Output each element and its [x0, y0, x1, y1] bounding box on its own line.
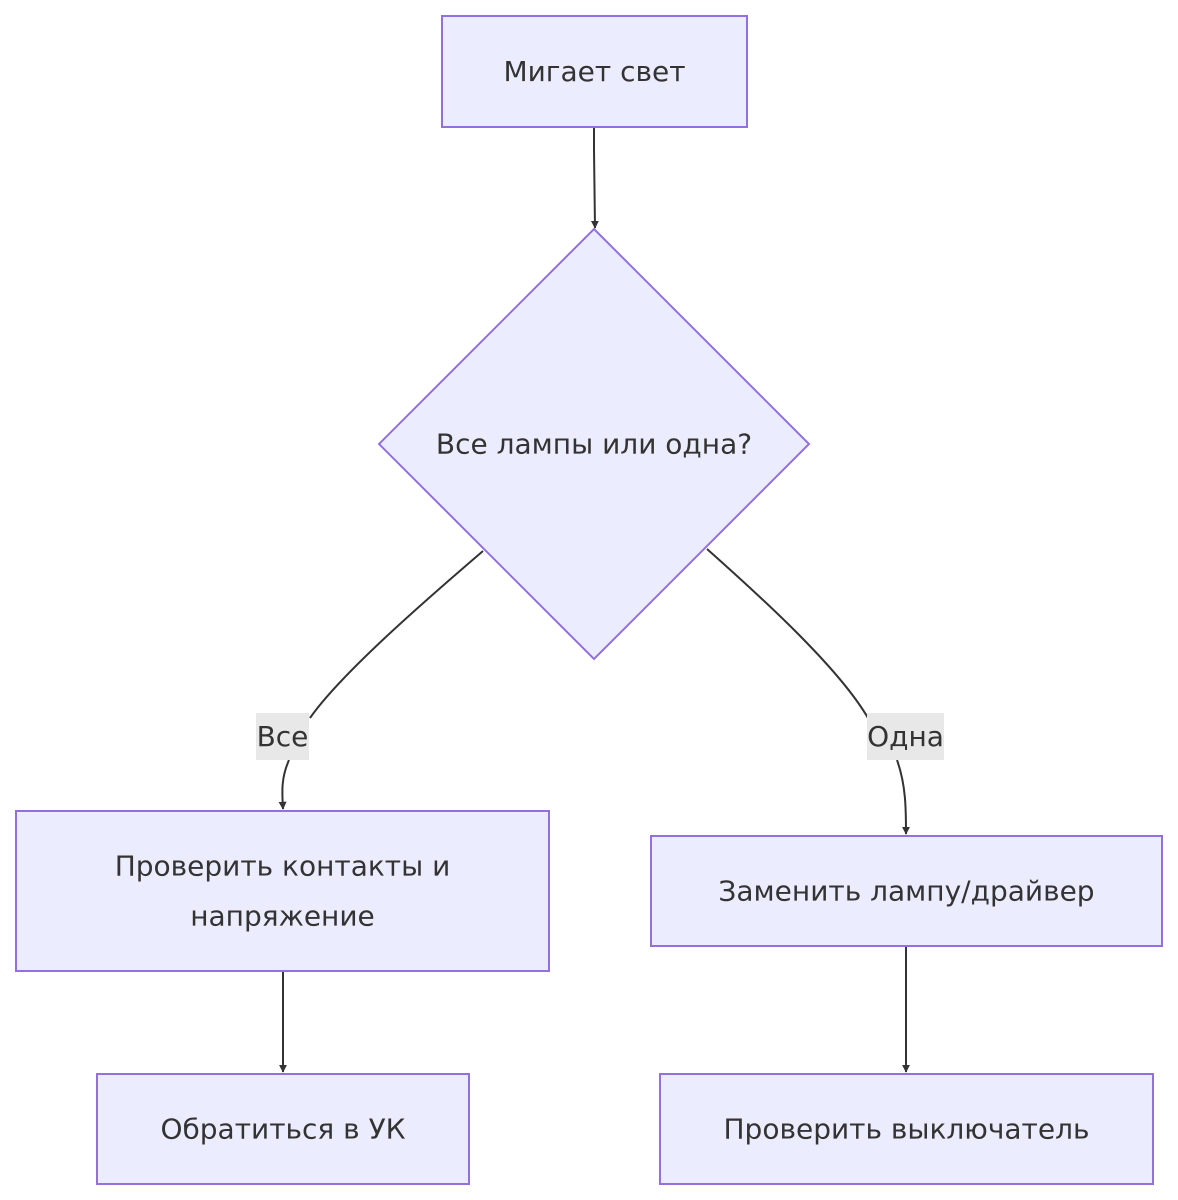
node-check-contacts-line2: напряжение	[190, 900, 375, 933]
edge-label-one: Одна	[867, 713, 944, 760]
node-check-switch-label: Проверить выключатель	[724, 1113, 1090, 1146]
edge-label-all-text: Все	[257, 720, 309, 753]
node-check-contacts-line1: Проверить контакты и	[115, 850, 451, 883]
node-replace-lamp[interactable]: Заменить лампу/драйвер	[650, 835, 1163, 947]
edge-decision-to-check-contacts	[309, 550, 484, 719]
node-start-label: Мигает свет	[503, 55, 685, 88]
node-contact-uk[interactable]: Обратиться в УК	[96, 1073, 470, 1185]
node-check-contacts[interactable]: Проверить контакты и напряжение	[15, 810, 550, 972]
node-contact-uk-label: Обратиться в УК	[160, 1113, 405, 1146]
edge-one-label-to-replace-lamp	[896, 759, 910, 835]
node-decision[interactable]: Все лампы или одна?	[377, 227, 811, 661]
edge-all-label-to-check-contacts	[278, 759, 290, 810]
edge-start-to-decision	[590, 127, 599, 229]
node-replace-lamp-label: Заменить лампу/драйвер	[718, 875, 1094, 908]
node-decision-label: Все лампы или одна?	[436, 428, 752, 461]
node-start[interactable]: Мигает свет	[441, 15, 748, 128]
node-check-switch[interactable]: Проверить выключатель	[659, 1073, 1154, 1185]
edge-decision-to-replace-lamp	[706, 548, 869, 719]
edge-label-all: Все	[256, 713, 309, 760]
edge-label-one-text: Одна	[867, 720, 944, 753]
